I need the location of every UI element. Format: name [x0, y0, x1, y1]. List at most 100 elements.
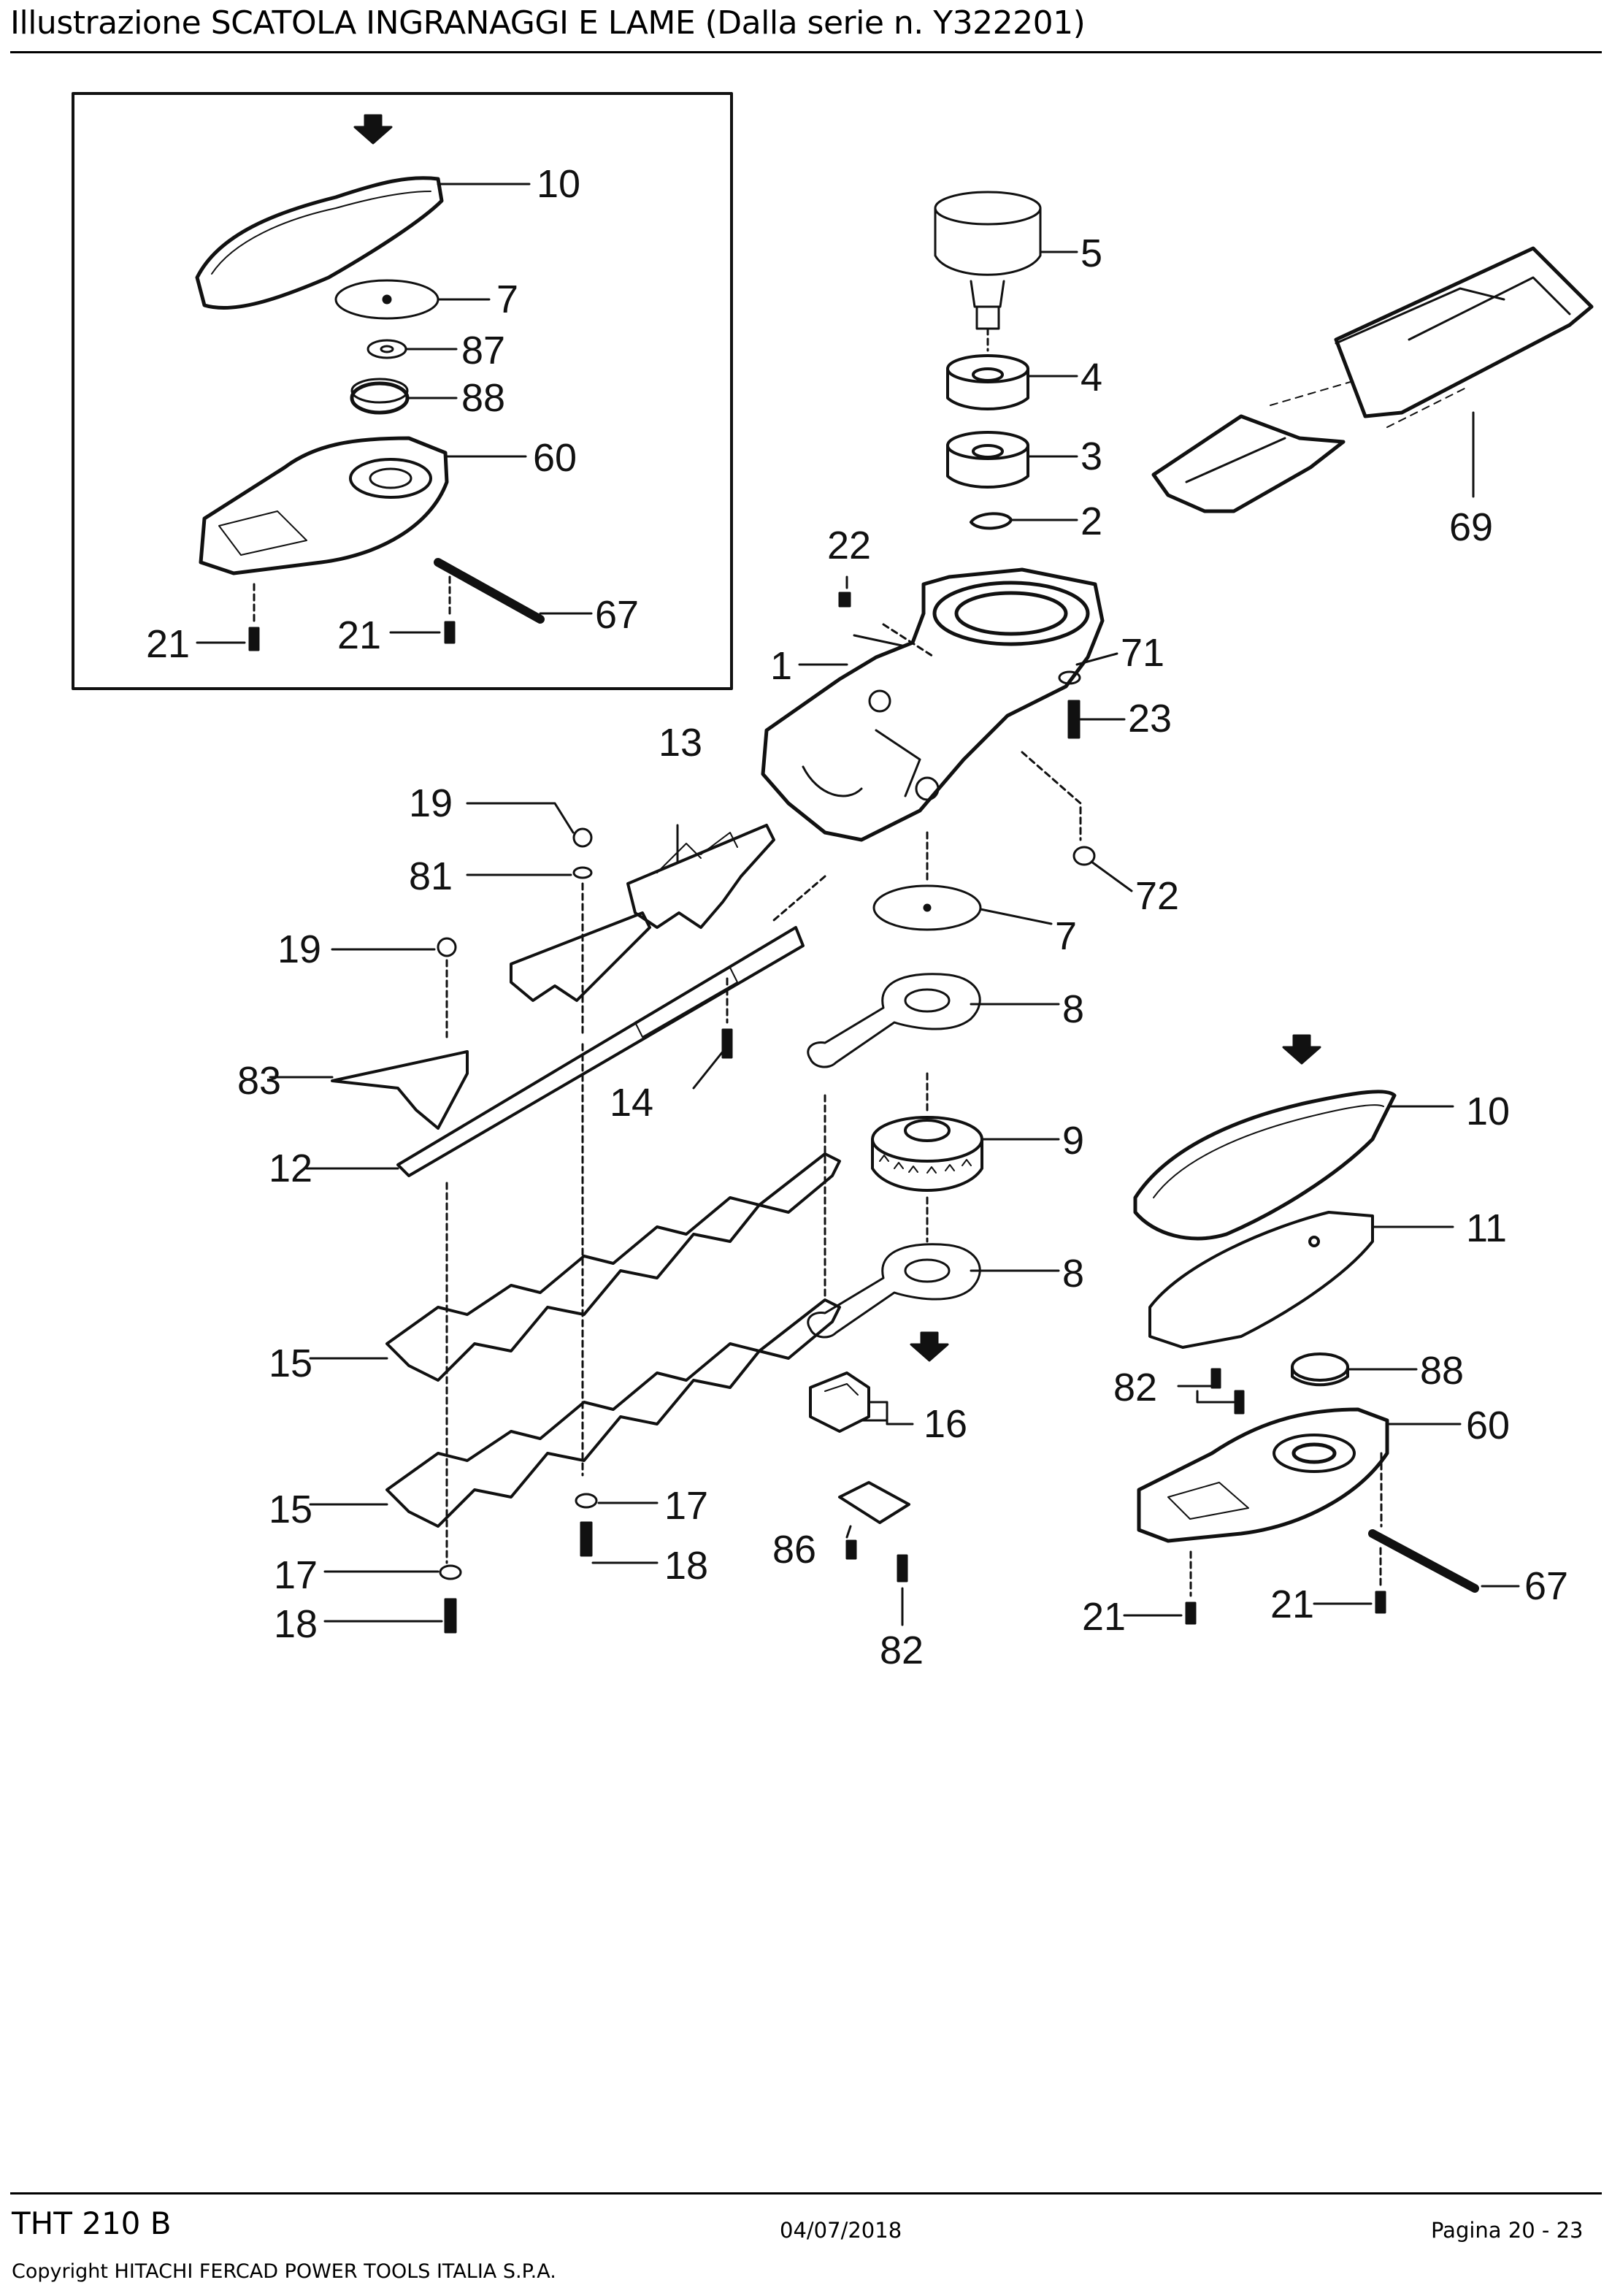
label-inset-21b: 21: [337, 613, 381, 657]
footer-copyright: Copyright HITACHI FERCAD POWER TOOLS ITA…: [12, 2260, 556, 2283]
plate-part-7: [872, 884, 982, 931]
label-part-22: 22: [827, 524, 871, 567]
screw-part-21-inset-b: [444, 575, 456, 644]
footer-date: 04/07/2018: [780, 2218, 902, 2243]
label-part-15a: 15: [269, 1342, 312, 1385]
cutter-blade-part-15-lower: [385, 1298, 841, 1528]
label-part-7: 7: [1055, 914, 1077, 958]
bolt-part-18-left: [444, 1598, 457, 1634]
label-part-19a: 19: [409, 781, 453, 825]
label-inset-88: 88: [461, 376, 505, 420]
screw-part-14: [721, 1028, 733, 1059]
label-inset-21a: 21: [146, 622, 190, 666]
gasket-part-10-bottom: [1133, 1090, 1397, 1241]
plate-part-86: [838, 1481, 910, 1524]
label-inset-bottom-88: 88: [1420, 1349, 1464, 1393]
label-part-72: 72: [1135, 874, 1179, 918]
page-title: Illustrazione SCATOLA INGRANAGGI E LAME …: [10, 4, 1086, 42]
washer-part-71: [1058, 670, 1081, 685]
gear-part-9: [871, 1116, 983, 1192]
washer-part-17-right: [575, 1493, 598, 1509]
footer-page-number: Pagina 20 - 23: [1431, 2218, 1584, 2243]
label-part-17b: 17: [274, 1553, 318, 1597]
screw-part-86: [845, 1539, 857, 1560]
nut-part-19-top: [572, 827, 593, 848]
screw-part-23: [1067, 700, 1081, 739]
label-inset-60: 60: [533, 436, 577, 480]
label-part-8a: 8: [1062, 987, 1084, 1031]
bearing-part-4: [946, 354, 1029, 410]
nut-part-72: [1072, 846, 1096, 866]
label-inset-bottom-82: 82: [1113, 1366, 1157, 1409]
screw-part-22: [838, 592, 851, 608]
rod-part-67-bottom: [1368, 1529, 1479, 1593]
washer-part-17-left: [439, 1564, 462, 1580]
label-part-16: 16: [924, 1402, 967, 1446]
bolt-part-18-right: [580, 1521, 593, 1557]
footer-divider: [10, 2192, 1602, 2194]
label-inset-10: 10: [537, 162, 580, 206]
footer-model: THT 210 B: [12, 2205, 172, 2241]
label-inset-bottom-60: 60: [1466, 1404, 1510, 1447]
page-header: Illustrazione SCATOLA INGRANAGGI E LAME …: [0, 0, 1612, 58]
label-part-23: 23: [1128, 697, 1172, 741]
label-part-2: 2: [1081, 500, 1102, 543]
washer-part-87: [366, 339, 407, 359]
label-part-86: 86: [772, 1528, 816, 1572]
inset-frame-top: [72, 92, 733, 690]
cap-part-5: [934, 191, 1042, 330]
gasket-part-10: [195, 176, 444, 310]
label-inset-bottom-11: 11: [1466, 1206, 1507, 1250]
crank-plate-part-8-top: [807, 973, 981, 1068]
gearbox-part-1: [761, 567, 1105, 842]
washer-part-81-small: [572, 866, 593, 879]
down-arrow-icon: [1282, 1034, 1321, 1065]
label-part-4: 4: [1081, 356, 1102, 399]
label-inset-bottom-67: 67: [1524, 1564, 1568, 1608]
label-part-18a: 18: [664, 1544, 708, 1588]
bearing-part-88-bottom: [1291, 1352, 1349, 1387]
housing-part-60-inset: [199, 436, 449, 575]
label-part-81: 81: [409, 854, 453, 898]
label-part-5: 5: [1081, 231, 1102, 275]
label-part-18b: 18: [274, 1602, 318, 1646]
label-part-17a: 17: [664, 1484, 708, 1528]
label-part-14: 14: [610, 1081, 653, 1125]
screw-part-21-inset-a: [248, 583, 260, 651]
circlip-part-2: [970, 512, 1013, 530]
label-inset-bottom-21b: 21: [1270, 1583, 1314, 1626]
blade-part-81: [510, 911, 651, 1002]
label-part-69: 69: [1449, 505, 1493, 549]
label-inset-7: 7: [496, 278, 518, 321]
label-inset-87: 87: [461, 329, 505, 372]
screw-part-21-bottom-a: [1185, 1550, 1197, 1625]
label-part-13: 13: [659, 721, 702, 765]
label-inset-bottom-10: 10: [1466, 1090, 1510, 1133]
screw-part-21-bottom-b: [1375, 1547, 1386, 1614]
label-inset-67: 67: [595, 593, 639, 637]
label-part-1: 1: [770, 644, 792, 688]
label-part-82a: 82: [880, 1629, 924, 1672]
bearing-part-3: [946, 431, 1029, 489]
label-part-83: 83: [237, 1059, 281, 1103]
label-part-71: 71: [1121, 631, 1164, 675]
label-part-15b: 15: [269, 1488, 312, 1531]
label-part-9: 9: [1062, 1119, 1084, 1163]
label-part-8b: 8: [1062, 1252, 1084, 1296]
label-part-3: 3: [1081, 435, 1102, 478]
guide-part-83: [331, 1050, 469, 1130]
blade-guide-part-13: [626, 824, 775, 929]
screw-part-82-center: [897, 1554, 908, 1583]
label-part-12: 12: [269, 1147, 312, 1190]
blade-bar-part-12: [396, 926, 805, 1177]
down-arrow-icon: [910, 1331, 949, 1362]
label-inset-bottom-21a: 21: [1082, 1595, 1126, 1639]
crank-plate-part-8-bottom: [807, 1243, 981, 1339]
blade-cover-part-69: [1151, 246, 1594, 513]
label-part-19b: 19: [277, 927, 321, 971]
down-arrow-icon: [353, 114, 393, 145]
cutter-blade-part-15-upper: [385, 1152, 841, 1382]
nut-part-19-left: [437, 937, 457, 957]
cover-plate-part-11: [1148, 1211, 1374, 1349]
